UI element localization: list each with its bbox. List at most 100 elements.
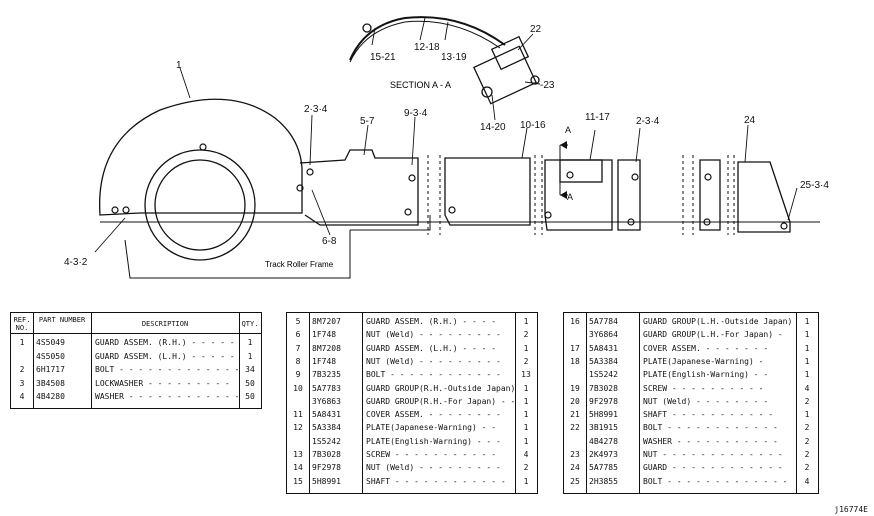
cell-part: 4S5050 xyxy=(36,352,65,361)
callout-13-19: 13·19 xyxy=(441,52,467,63)
cell-ref: 7 xyxy=(295,344,301,353)
cell-part: 4B4278 xyxy=(589,437,618,446)
cell-qty: 2 xyxy=(804,464,810,473)
cell-desc: GUARD GROUP(R.H.-For Japan) - - xyxy=(366,397,514,406)
cell-desc: NUT (Weld) - - - - - - - - - xyxy=(366,357,501,366)
cell-desc: BOLT - - - - - - - - - - - - - xyxy=(95,366,238,374)
section-marker-top: A xyxy=(565,125,571,135)
callout-4-3-2: 4-3·2 xyxy=(64,257,88,268)
callout-2-3-4a: 2·3·4 xyxy=(304,104,328,115)
cell-desc: NUT - - - - - - - - - - - - - xyxy=(643,451,783,459)
cell-part: 5H8991 xyxy=(312,477,341,486)
cell-ref: 5 xyxy=(295,318,301,326)
cell-qty: 1 xyxy=(523,437,529,446)
cell-ref: 15 xyxy=(293,477,303,486)
cell-part: 3Y6864 xyxy=(589,331,618,340)
cell-desc: COVER ASSEM. - - - - - - - - xyxy=(366,411,501,420)
cell-qty: 34 xyxy=(245,366,255,374)
cell-ref: 10 xyxy=(293,384,303,393)
callout-22: 22 xyxy=(530,24,542,35)
cell-desc: WASHER - - - - - - - - - - - xyxy=(643,437,778,446)
cell-part: 2K4973 xyxy=(589,451,618,459)
cell-ref: 19 xyxy=(570,384,580,393)
cell-ref: 21 xyxy=(570,411,580,420)
cell-part: 3B1915 xyxy=(589,424,618,433)
idler-wheel xyxy=(144,149,256,261)
callout-6-8: 6-8 xyxy=(322,236,337,247)
header-ref: REF. NO. xyxy=(13,316,31,332)
cell-part: 8M7208 xyxy=(312,344,341,353)
callout-5-7: 5-7 xyxy=(360,116,375,127)
cell-desc: PLATE(English-Warning) - - - xyxy=(366,437,501,446)
callout-23: -23 xyxy=(540,80,555,91)
cell-ref: 13 xyxy=(293,451,303,459)
cell-desc: GUARD ASSEM. (L.H.) - - - - xyxy=(366,344,497,353)
cell-desc: SCREW - - - - - - - - - - xyxy=(643,384,764,393)
cell-qty: 1 xyxy=(804,344,810,353)
guard-24 xyxy=(699,159,721,231)
section-bracket xyxy=(473,45,537,105)
guard-10-16 xyxy=(444,157,531,226)
cell-part: 1S5242 xyxy=(589,371,618,380)
cell-qty: 13 xyxy=(521,371,531,380)
cell-desc: GUARD ASSEM. (R.H.) - - - - xyxy=(366,318,497,326)
cell-desc: SHAFT - - - - - - - - - - - - xyxy=(366,477,506,486)
cell-qty: 1 xyxy=(804,357,810,366)
cell-ref: 9 xyxy=(295,371,301,380)
cell-part: 3B4508 xyxy=(36,379,65,388)
cell-part: 1S5242 xyxy=(312,437,341,446)
cell-desc: BOLT - - - - - - - - - - - - xyxy=(366,371,501,380)
callout-15-21: 15-21 xyxy=(370,52,396,63)
cell-qty: 1 xyxy=(804,318,810,326)
cell-desc: NUT (Weld) - - - - - - - - - xyxy=(366,464,501,473)
header-qty: QTY. xyxy=(241,320,259,328)
cell-ref: 6 xyxy=(295,331,301,340)
cell-qty: 1 xyxy=(804,411,810,420)
callout-14-20: 14-20 xyxy=(480,122,506,133)
cell-ref: 25 xyxy=(570,477,580,486)
guard-1-outline xyxy=(99,98,303,216)
callout-10-16: 10-16 xyxy=(520,120,546,131)
cell-part: 1F748 xyxy=(312,357,337,366)
cell-desc: GUARD GROUP(L.H.-Outside Japan) xyxy=(643,318,793,326)
cell-desc: GUARD GROUP(R.H.-Outside Japan) xyxy=(366,384,514,393)
parts-drawing: 1 2·3·4 5-7 9-3·4 10-16 11-17 2-3·4 24 2… xyxy=(64,16,829,279)
cover-assem xyxy=(559,159,603,183)
cell-qty: 1 xyxy=(523,424,529,433)
frame-label: Track Roller Frame xyxy=(265,260,334,269)
cell-desc: GUARD - - - - - - - - - - - - xyxy=(643,464,783,473)
cell-desc: PLATE(English-Warning) - - xyxy=(643,371,769,380)
cell-ref: 22 xyxy=(570,424,580,433)
cell-qty: 2 xyxy=(523,357,529,366)
callout-1: 1 xyxy=(176,60,182,71)
cell-ref: 4 xyxy=(19,393,25,401)
cell-qty: 1 xyxy=(247,339,253,347)
cell-desc: LOCKWASHER - - - - - - - - - xyxy=(95,379,230,388)
cell-qty: 1 xyxy=(523,384,529,393)
cell-qty: 2 xyxy=(523,464,529,473)
cell-qty: 2 xyxy=(804,424,810,433)
cell-desc: PLATE(Japanese-Warning) - - xyxy=(366,424,497,433)
cell-desc: NUT (Weld) - - - - - - - - - xyxy=(366,331,501,340)
cell-desc: GUARD GROUP(L.H.-For Japan) - xyxy=(643,331,783,340)
section-guard xyxy=(349,16,506,61)
cell-ref: 23 xyxy=(570,451,580,459)
cell-part: 2H3855 xyxy=(589,477,618,486)
header-desc: DESCRIPTION xyxy=(141,320,189,328)
callout-24: 24 xyxy=(744,115,756,126)
cell-desc: SCREW - - - - - - - - - - - xyxy=(366,451,497,459)
callout-11-17: 11-17 xyxy=(585,112,610,123)
callout-9-3-4: 9-3·4 xyxy=(404,108,428,119)
guard-5-7 xyxy=(299,149,419,226)
cell-ref: 8 xyxy=(295,357,301,366)
cell-part: 5A7785 xyxy=(589,464,618,473)
cell-part: 7B3235 xyxy=(312,371,341,380)
cell-qty: 1 xyxy=(523,477,529,486)
cell-qty: 1 xyxy=(523,344,529,353)
cell-qty: 2 xyxy=(523,331,529,340)
callout-12-18: 12-18 xyxy=(414,42,440,53)
cell-part: 6H1717 xyxy=(36,366,65,374)
cell-part: 5A8431 xyxy=(312,411,341,420)
